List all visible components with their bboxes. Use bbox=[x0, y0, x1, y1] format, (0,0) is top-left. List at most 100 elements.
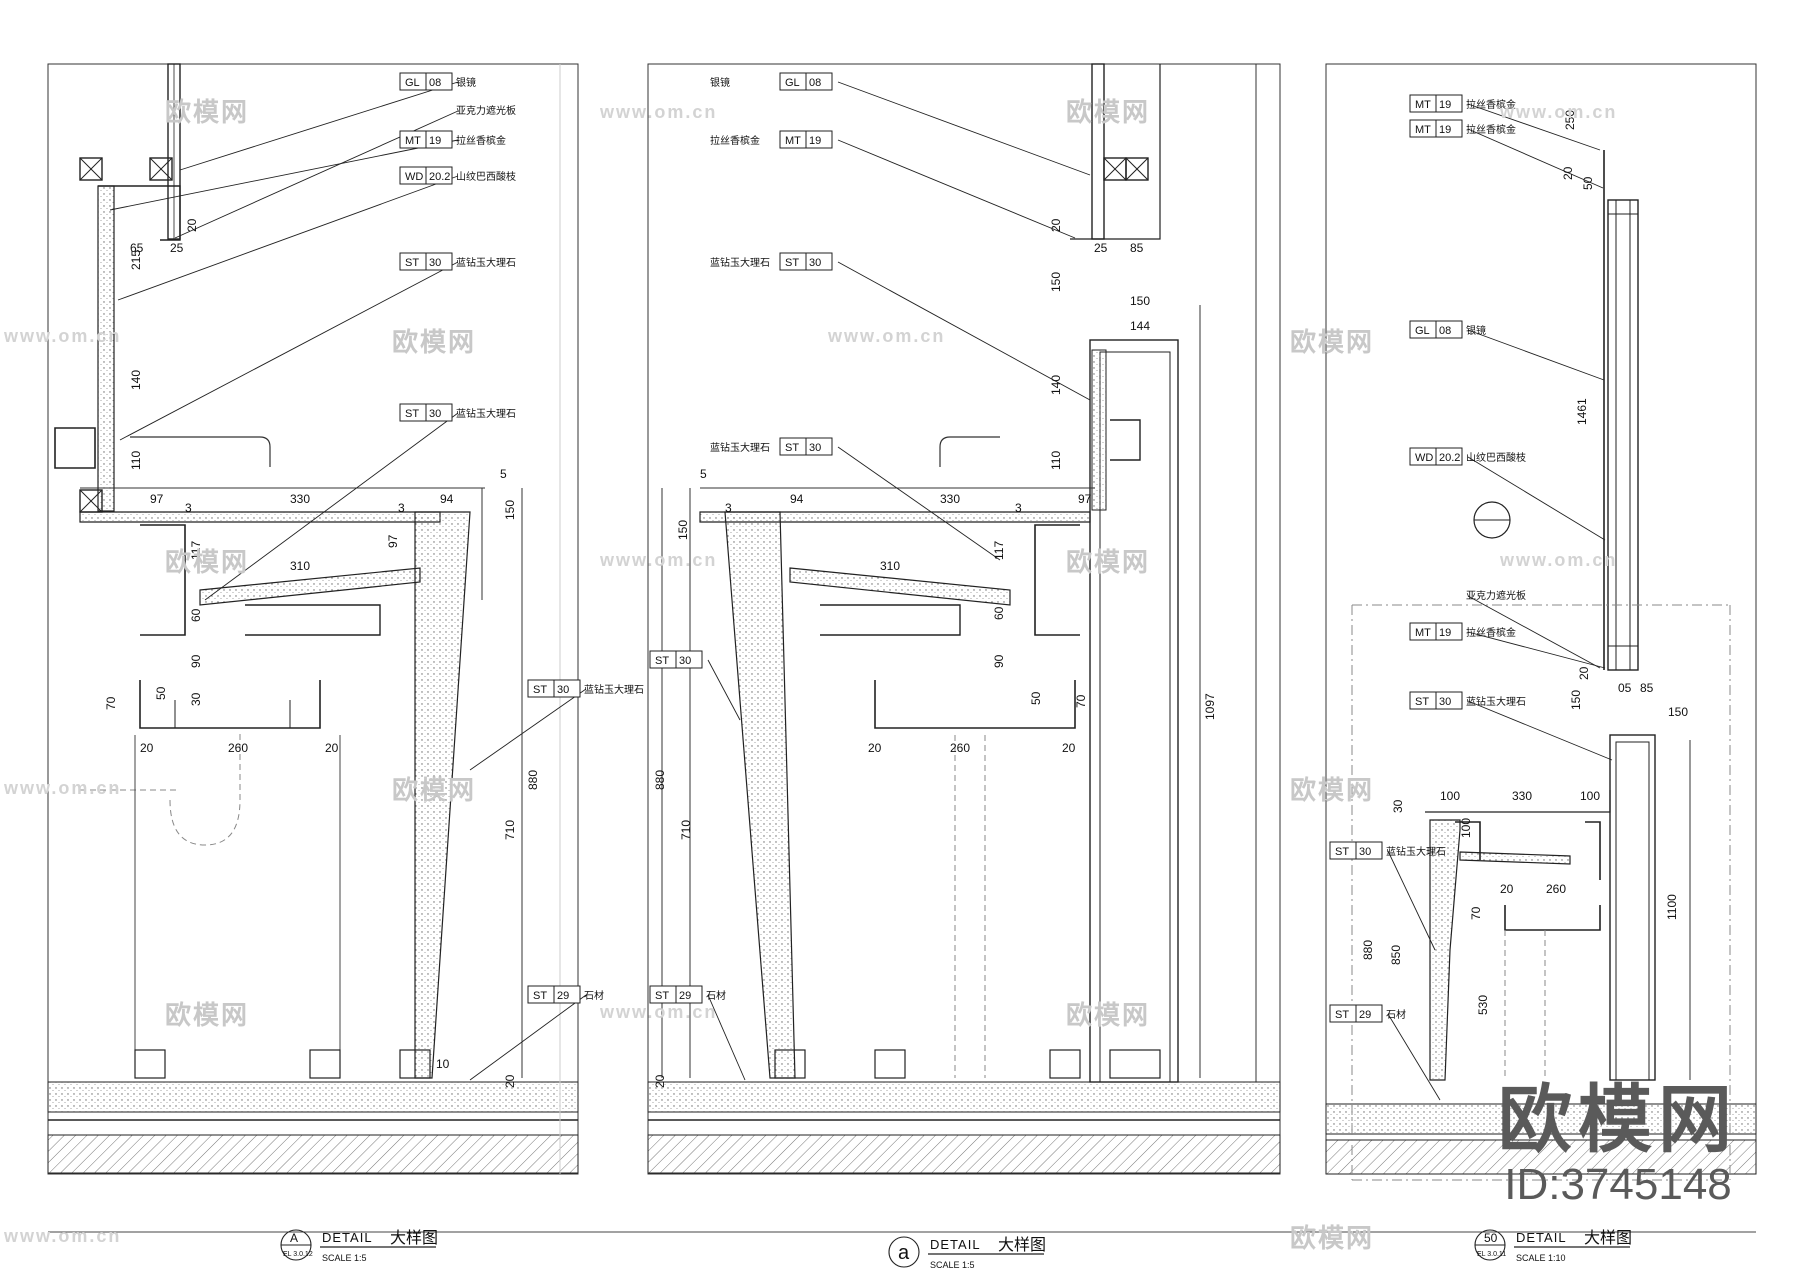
material-tag: GL 08 银镜 bbox=[710, 72, 1091, 176]
dimension-label: 1461 bbox=[1575, 398, 1589, 425]
dimension-label: 150 bbox=[676, 520, 690, 540]
material-label: 银镜 bbox=[710, 76, 730, 89]
material-number: 20.2 bbox=[1439, 452, 1460, 464]
watermark-logo: 欧模网 bbox=[1066, 547, 1151, 577]
dimension-label: 10 bbox=[436, 1057, 450, 1071]
watermark-logo: 欧模网 bbox=[1066, 1000, 1151, 1030]
dimension-label: 1100 bbox=[1665, 894, 1679, 920]
material-label: 石材 bbox=[584, 989, 604, 1002]
dimension-label: 144 bbox=[1130, 319, 1150, 333]
dimension-label: 20 bbox=[185, 218, 199, 232]
dimension-label: 94 bbox=[440, 492, 454, 506]
material-label: 山纹巴西酸枝 bbox=[1466, 451, 1526, 464]
dimension-label: 880 bbox=[1361, 940, 1375, 960]
material-number: 30 bbox=[809, 257, 821, 269]
dimension-label: 117 bbox=[189, 541, 203, 560]
material-number: 19 bbox=[1439, 627, 1451, 639]
material-code: ST bbox=[533, 990, 547, 1002]
material-code: ST bbox=[1415, 696, 1429, 708]
material-number: 30 bbox=[809, 442, 821, 454]
dimension-label: 150 bbox=[1569, 690, 1583, 710]
dimension-label: 90 bbox=[992, 654, 1006, 668]
material-code: ST bbox=[655, 990, 669, 1002]
dimension-label: 70 bbox=[1469, 906, 1483, 920]
detail-scale: SCALE 1:10 bbox=[1516, 1253, 1566, 1263]
material-code: ST bbox=[785, 442, 799, 454]
material-label: 山纹巴西酸枝 bbox=[456, 170, 516, 183]
material-number: 19 bbox=[809, 135, 821, 147]
dimension-label: 85 bbox=[1130, 241, 1144, 255]
watermark-url: www.om.cn bbox=[600, 550, 718, 570]
material-code: MT bbox=[1415, 627, 1431, 639]
brand-logo: 欧模网 bbox=[1498, 1078, 1738, 1161]
material-code: ST bbox=[1335, 846, 1349, 858]
dimension-label: 3 bbox=[398, 501, 405, 515]
material-number: 08 bbox=[809, 77, 821, 89]
dimension-label: 20 bbox=[1049, 218, 1063, 232]
material-number: 30 bbox=[1439, 696, 1451, 708]
material-label: 蓝钻玉大理石 bbox=[456, 256, 516, 269]
material-number: 19 bbox=[1439, 124, 1451, 136]
watermark-url: www.om.cn bbox=[1500, 550, 1618, 570]
dimension-label: 97 bbox=[386, 534, 400, 548]
dimension-label: 150 bbox=[1130, 294, 1150, 308]
dimension-label: 100 bbox=[1440, 789, 1460, 803]
material-label: 蓝钻玉大理石 bbox=[710, 256, 770, 269]
material-number: 30 bbox=[679, 655, 691, 667]
detail-marker: 50 bbox=[1484, 1231, 1498, 1245]
dimension-label: 5 bbox=[500, 467, 507, 481]
dimension-label: 150 bbox=[1668, 705, 1688, 719]
dimension-label: 20 bbox=[653, 1074, 667, 1088]
dimension-label: 110 bbox=[1049, 451, 1063, 470]
dimension-label: 20 bbox=[503, 1074, 517, 1088]
dimension-label: 140 bbox=[129, 370, 143, 390]
watermark-logo: 欧模网 bbox=[1290, 775, 1375, 805]
detail-name: 大样图 bbox=[998, 1236, 1046, 1254]
material-label: 拉丝香槟金 bbox=[1466, 626, 1516, 639]
dimension-label: 3 bbox=[1015, 501, 1022, 515]
dimension-label: 260 bbox=[1546, 882, 1566, 896]
watermark-url: www.om.cn bbox=[828, 326, 946, 346]
material-code: WD bbox=[1415, 452, 1433, 464]
material-label: 蓝钻玉大理石 bbox=[1466, 695, 1526, 708]
material-code: GL bbox=[785, 77, 800, 89]
material-code: ST bbox=[1335, 1009, 1349, 1021]
dimension-label: 330 bbox=[940, 492, 960, 506]
detail-name: 大样图 bbox=[1584, 1229, 1632, 1247]
detail-scale: SCALE 1:5 bbox=[322, 1253, 367, 1263]
dimension-label: 70 bbox=[1074, 694, 1088, 708]
watermark-url: www.om.cn bbox=[4, 326, 122, 346]
dimension-label: 260 bbox=[228, 741, 248, 755]
material-label: 亚克力遮光板 bbox=[456, 104, 516, 117]
dimension-label: 100 bbox=[1459, 818, 1473, 838]
sheet-reference: EL 3.0.11 bbox=[1477, 1251, 1506, 1258]
material-number: 29 bbox=[557, 990, 569, 1002]
dimension-label: 880 bbox=[526, 770, 540, 790]
dimension-label: 140 bbox=[1049, 375, 1063, 395]
dimension-label: 710 bbox=[679, 820, 693, 840]
dimension-label: 3 bbox=[185, 501, 192, 515]
detail-marker: a bbox=[898, 1242, 910, 1264]
material-number: 29 bbox=[1359, 1009, 1371, 1021]
material-label: 石材 bbox=[706, 989, 726, 1002]
dimension-label: 90 bbox=[189, 654, 203, 668]
brand-badge: 欧模网 ID:3745148 bbox=[1498, 1080, 1738, 1210]
material-tag: ST 29 石材 bbox=[469, 985, 604, 1081]
watermark-logo: 欧模网 bbox=[165, 97, 250, 127]
material-label: 蓝钻玉大理石 bbox=[710, 441, 770, 454]
material-number: 30 bbox=[1359, 846, 1371, 858]
dimension-label: 20 bbox=[1561, 166, 1575, 180]
dimension-label: 850 bbox=[1389, 945, 1403, 965]
